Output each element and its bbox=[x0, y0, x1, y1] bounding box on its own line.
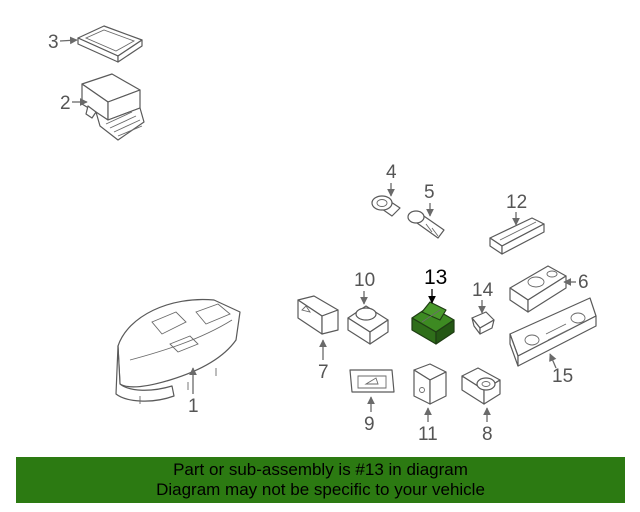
callout-7: 7 bbox=[318, 362, 329, 383]
part-2[interactable] bbox=[81, 73, 145, 141]
callout-1: 1 bbox=[188, 396, 199, 417]
part-11[interactable] bbox=[413, 363, 447, 405]
part-4[interactable] bbox=[371, 195, 401, 217]
callout-14: 14 bbox=[472, 280, 494, 301]
callout-3: 3 bbox=[48, 32, 59, 53]
part-14[interactable] bbox=[471, 311, 495, 335]
part-13[interactable] bbox=[411, 301, 455, 345]
banner-line-2: Diagram may not be specific to your vehi… bbox=[156, 480, 485, 499]
part-6[interactable] bbox=[509, 265, 567, 313]
callout-10: 10 bbox=[354, 270, 375, 291]
part-10[interactable] bbox=[347, 305, 389, 345]
callout-6: 6 bbox=[578, 272, 589, 293]
callout-5: 5 bbox=[424, 182, 435, 203]
part-9[interactable] bbox=[349, 369, 395, 393]
callout-2: 2 bbox=[60, 93, 71, 114]
callout-11: 11 bbox=[418, 424, 438, 445]
callout-12: 12 bbox=[506, 192, 527, 213]
part-12[interactable] bbox=[489, 217, 545, 255]
parts-diagram: 3 2 1 4 5 bbox=[48, 25, 597, 445]
leader-15 bbox=[549, 353, 557, 369]
leader-3 bbox=[59, 36, 78, 45]
part-7[interactable] bbox=[297, 295, 339, 335]
callout-9: 9 bbox=[364, 414, 375, 435]
part-5[interactable] bbox=[407, 210, 445, 239]
callout-8: 8 bbox=[482, 424, 493, 445]
callout-15: 15 bbox=[552, 366, 573, 387]
info-banner: Part or sub-assembly is #13 in diagram D… bbox=[16, 457, 625, 503]
callout-4: 4 bbox=[386, 162, 397, 183]
part-8[interactable] bbox=[461, 367, 501, 405]
part-1[interactable] bbox=[115, 298, 241, 404]
part-3[interactable] bbox=[77, 25, 143, 63]
part-15[interactable] bbox=[509, 297, 597, 367]
callout-13: 13 bbox=[424, 266, 447, 289]
banner-line-1: Part or sub-assembly is #13 in diagram bbox=[173, 460, 468, 479]
